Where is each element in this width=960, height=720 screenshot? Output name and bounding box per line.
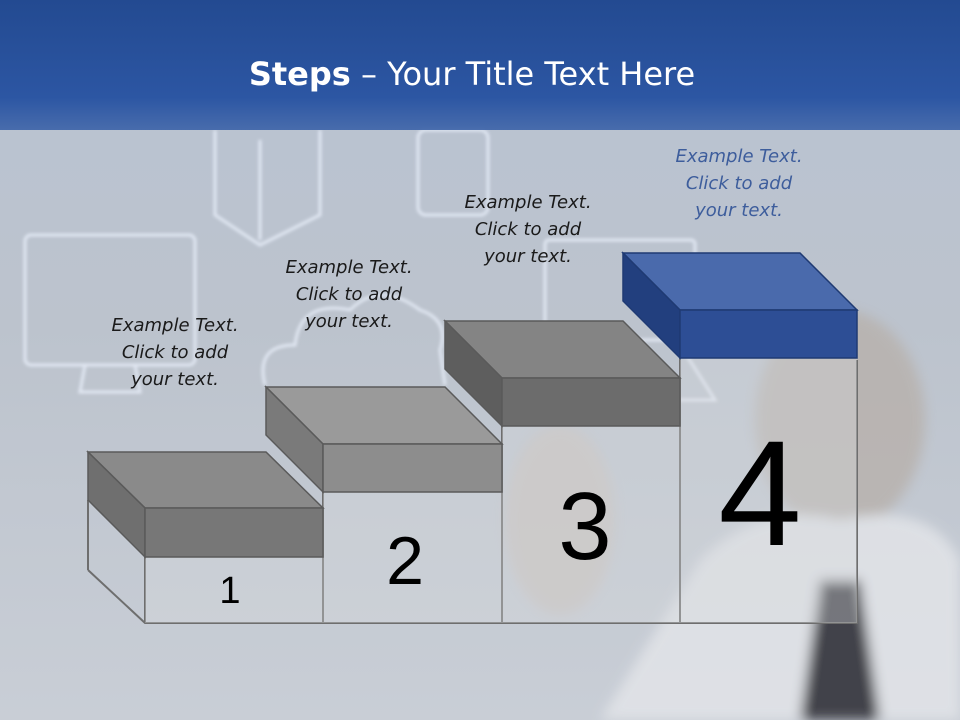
caption-3-line-3: your text. <box>484 246 572 267</box>
caption-4-line-2: Click to add <box>685 173 793 194</box>
caption-3-line-1: Example Text. <box>464 192 592 213</box>
caption-3-line-2: Click to add <box>474 219 582 240</box>
computer-tower-sketch-icon <box>213 130 322 247</box>
desktop-monitor-sketch-icon <box>23 233 197 394</box>
slide-title[interactable]: Steps – Your Title Text Here <box>0 55 944 93</box>
caption-4-line-1: Example Text. <box>675 146 803 167</box>
tablet-sketch-icon <box>416 128 490 217</box>
step-number-3[interactable]: 3 <box>558 473 612 580</box>
step-caption-3[interactable]: Example Text. Click to add your text. <box>443 189 613 270</box>
caption-2-line-3: your text. <box>305 311 393 332</box>
caption-2-line-1: Example Text. <box>285 257 413 278</box>
step-caption-2[interactable]: Example Text. Click to add your text. <box>264 254 434 335</box>
caption-1-line-2: Click to add <box>121 342 229 363</box>
businessman-figure <box>505 310 960 720</box>
cloud-sketch-icon <box>261 293 447 386</box>
step-caption-4[interactable]: Example Text. Click to add your text. <box>654 143 824 224</box>
step-block-1 <box>86 450 325 559</box>
step-block-4 <box>621 251 859 360</box>
caption-2-line-2: Click to add <box>295 284 403 305</box>
caption-1-line-3: your text. <box>131 369 219 390</box>
title-rest: – Your Title Text Here <box>350 55 696 93</box>
title-bold: Steps <box>248 55 351 93</box>
step-block-3 <box>443 319 682 428</box>
step-number-2[interactable]: 2 <box>386 523 424 599</box>
step-caption-1[interactable]: Example Text. Click to add your text. <box>90 312 260 393</box>
step-number-1[interactable]: 1 <box>219 570 241 612</box>
step-block-2 <box>264 385 504 494</box>
title-bar <box>0 0 960 130</box>
step-number-4[interactable]: 4 <box>718 409 802 577</box>
caption-4-line-3: your text. <box>695 200 783 221</box>
caption-1-line-1: Example Text. <box>111 315 239 336</box>
